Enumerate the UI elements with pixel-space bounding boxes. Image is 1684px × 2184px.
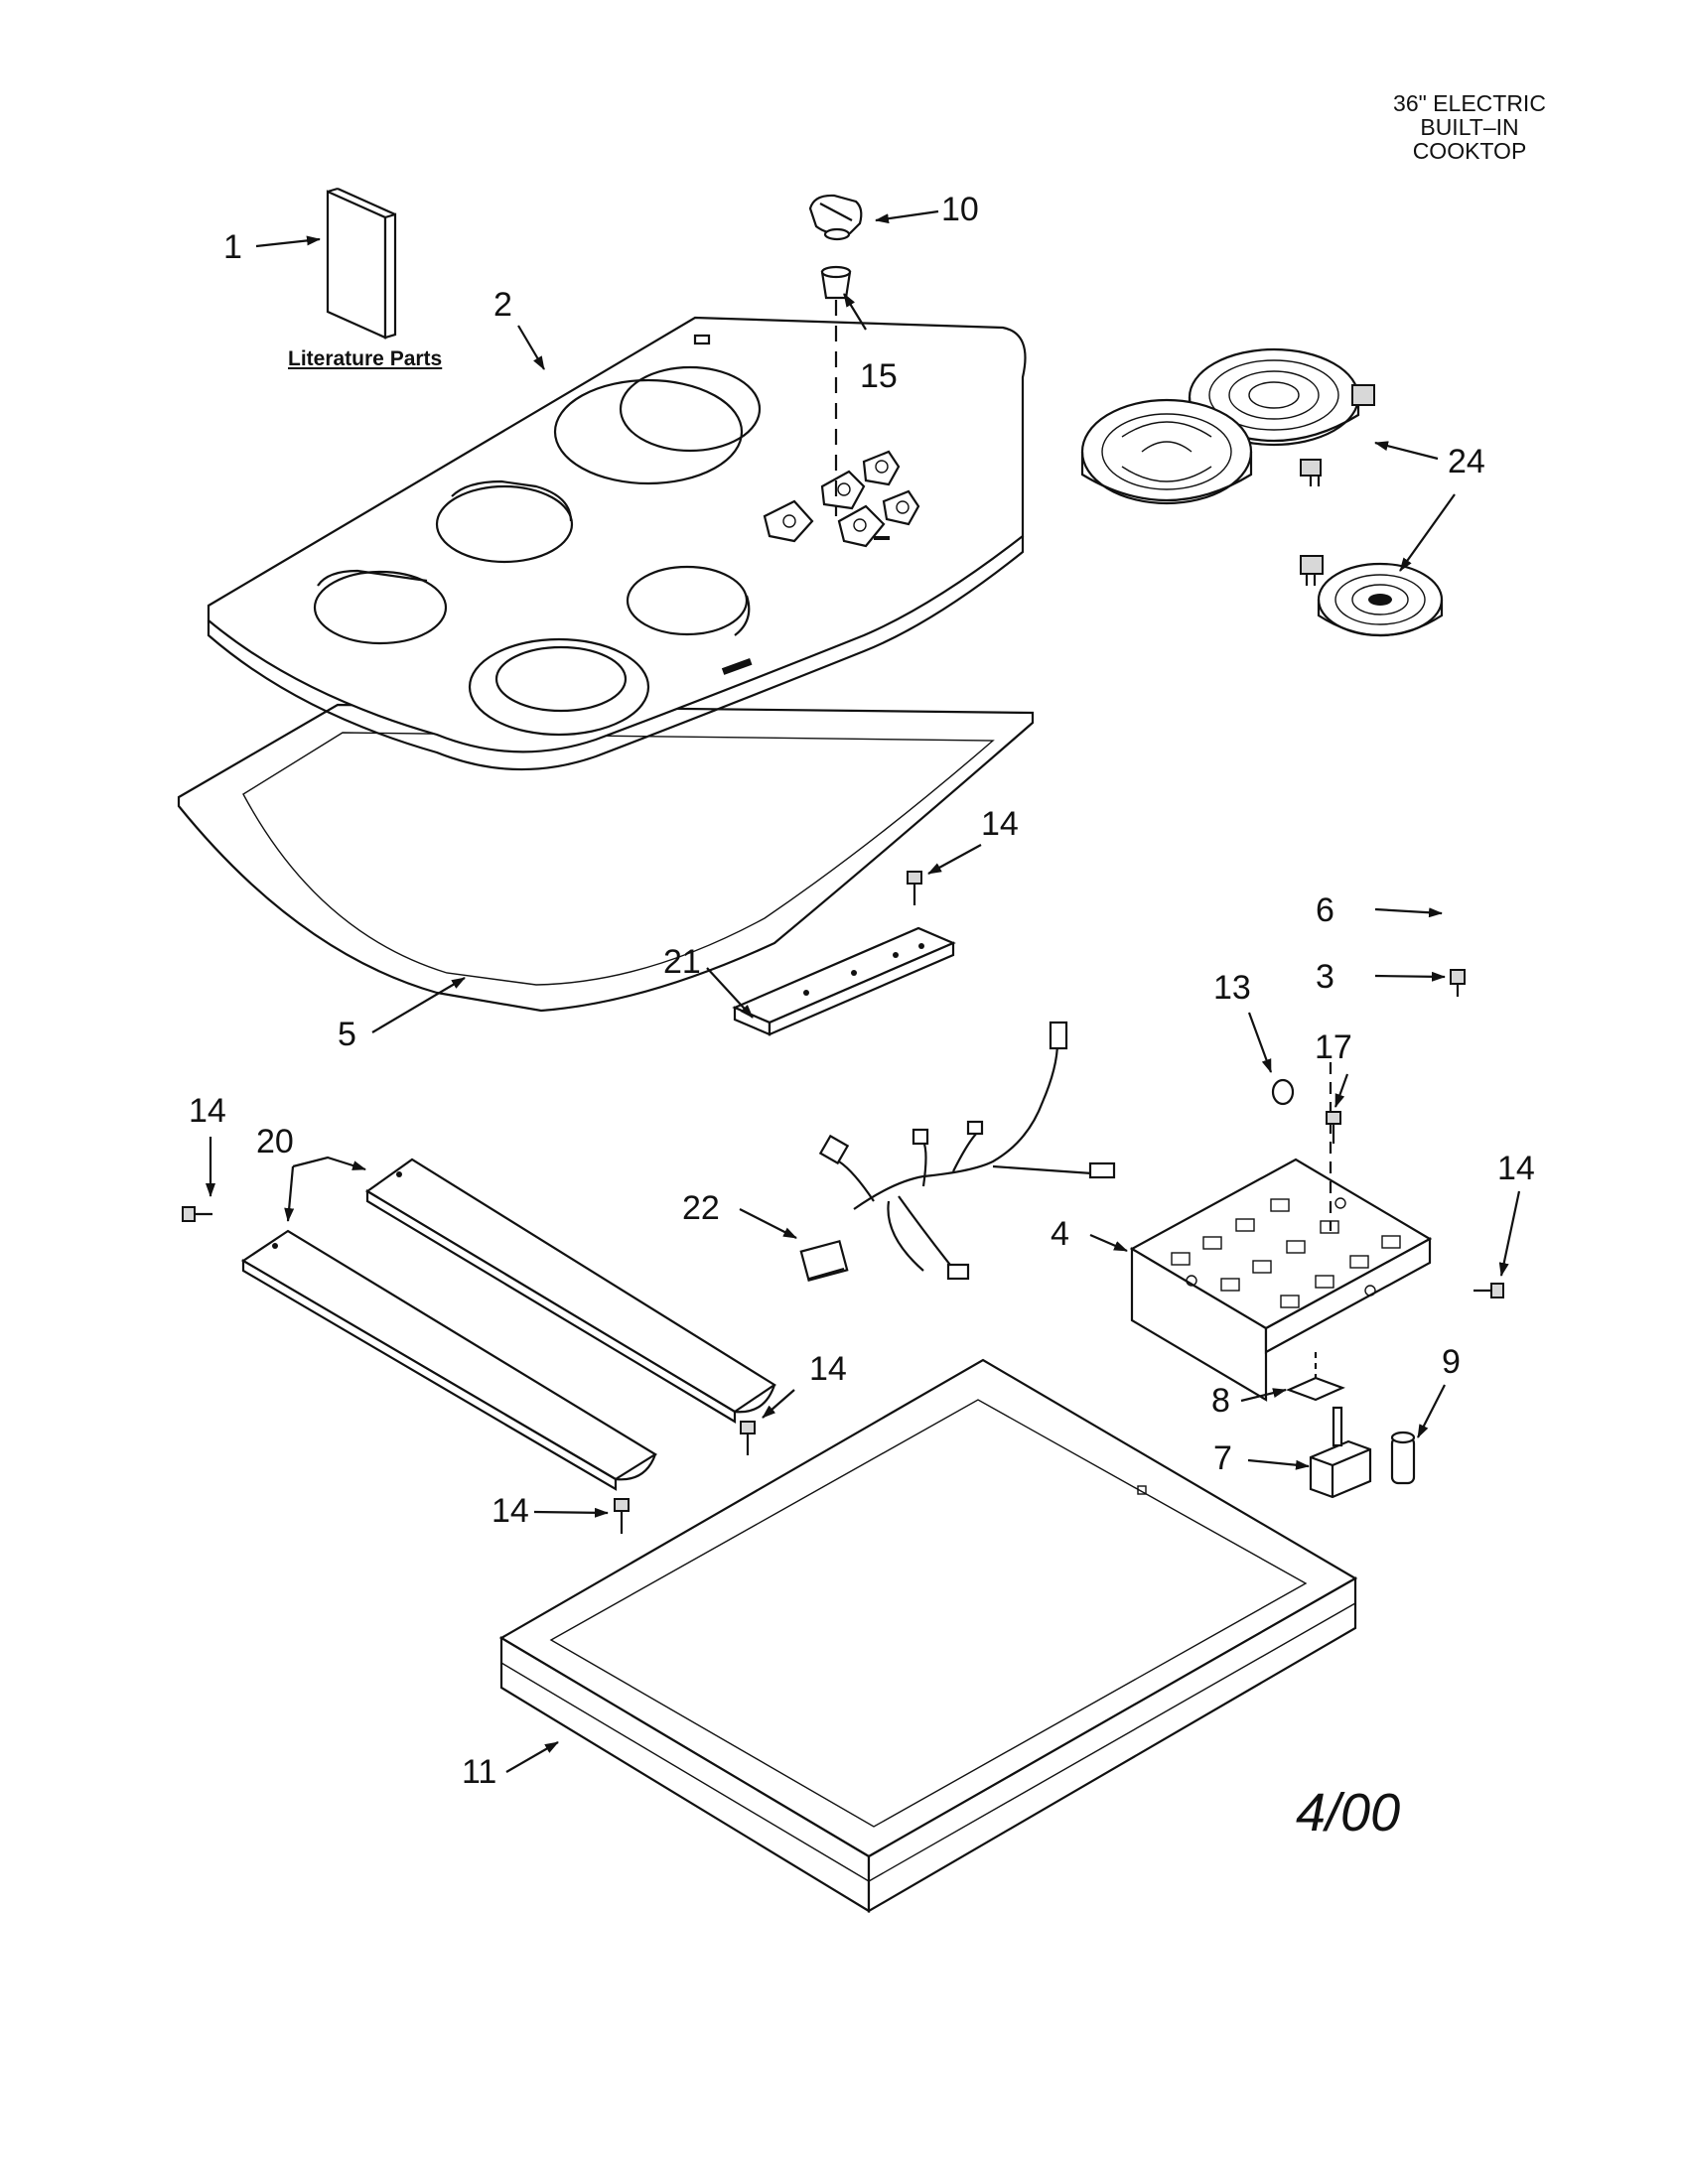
literature-book-icon [326,187,397,340]
control-box-part [1129,1062,1433,1402]
callout-8: 8 [1211,1382,1230,1420]
callout-2: 2 [493,286,512,324]
callout-14-bracket: 14 [981,805,1019,843]
title-line-1: 36" ELECTRIC [1393,90,1546,116]
indicator-light-part [1390,1431,1416,1485]
glass-cooktop-part [207,316,1027,771]
callout-13: 13 [1213,969,1251,1007]
surface-element-small-icon [1300,555,1444,637]
callout-21: 21 [663,943,701,981]
callout-20: 20 [256,1123,294,1160]
callout-14-right: 14 [1497,1150,1535,1187]
side-rail-lower-part [240,1229,658,1491]
surface-element-large-icon [1080,347,1375,505]
callout-14-bottom: 14 [491,1492,529,1530]
callout-22: 22 [682,1189,720,1227]
callout-3: 3 [1316,958,1334,996]
date-mark: 4/00 [1296,1783,1401,1843]
callout-5: 5 [338,1016,356,1053]
side-rail-upper-part [364,1158,777,1424]
knob-insert-icon [820,265,852,300]
title-line-2: BUILT–IN [1420,114,1519,140]
title-line-3: COOKTOP [1412,138,1527,164]
literature-parts-label: Literature Parts [288,347,443,370]
callout-9: 9 [1442,1343,1461,1381]
callout-14-center: 14 [809,1350,847,1388]
screw-icons [182,871,1504,1534]
cooktop-seal-part [177,703,1035,1013]
callout-4: 4 [1051,1215,1069,1253]
switch-plate-part [1286,1352,1345,1402]
callout-10: 10 [941,191,979,228]
callout-17: 17 [1315,1028,1352,1066]
wire-harness-part [799,1021,1116,1283]
control-knob-icon [808,194,863,241]
leader-arrows [206,209,1521,1773]
callout-15: 15 [860,357,898,395]
callout-6: 6 [1316,891,1334,929]
callout-7: 7 [1213,1439,1232,1477]
callout-11: 11 [462,1753,497,1791]
diagram-title: 36" ELECTRIC BUILT–IN COOKTOP [1370,91,1569,163]
callout-24: 24 [1448,443,1485,480]
base-pan-part [498,1358,1358,1913]
switch-part [1309,1406,1372,1499]
rear-bracket-part [732,926,956,1036]
knob-bases [763,450,920,548]
callout-14-left: 14 [189,1092,226,1130]
callout-1: 1 [223,228,242,266]
